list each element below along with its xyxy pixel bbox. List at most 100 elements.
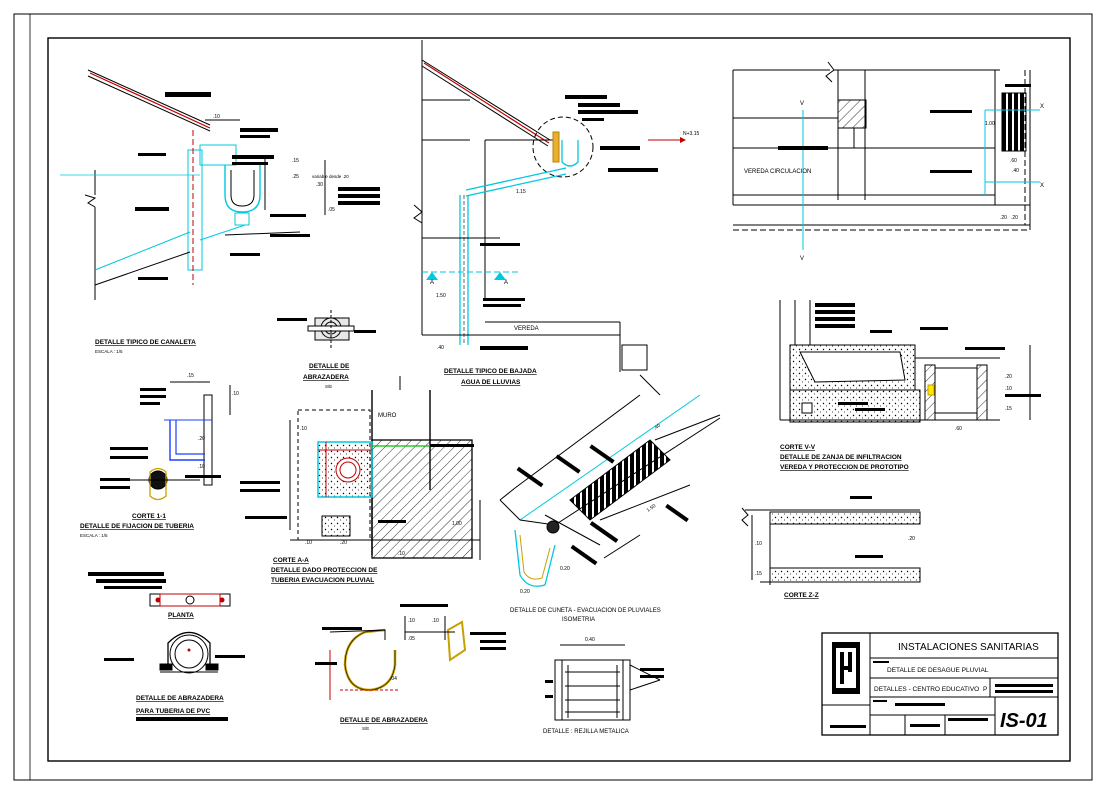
bajada-cut-right: A (504, 280, 508, 286)
cuneta-labels: .40 1.50 0.20 0.20 DETALLE DE CUNETA - E… (510, 423, 689, 623)
proteccion-dim-2: .20 (340, 540, 347, 546)
vereda-cut-x-bottom: X (1040, 183, 1044, 189)
detail-cuneta (499, 374, 721, 587)
corte-v-dim-1: .20 (1005, 374, 1012, 380)
proteccion-title-3: TUBERIA EVACUACION PLUVIAL (271, 577, 374, 584)
fijacion-dim-3: .20 (198, 436, 205, 442)
vereda-plan-labels: VEREDA CIRCULACION V V X X 1.00 .60 .40 … (744, 84, 1044, 262)
vereda-dim-1: 1.00 (985, 121, 995, 127)
bajada-dim-2: 1.50 (436, 293, 446, 299)
vereda-cut-v-bottom: V (800, 256, 804, 262)
title-block-logo (832, 642, 860, 694)
canaleta-labels: .10 .15 .25 .30 .05 variable desde .20 D… (95, 92, 380, 354)
bajada-title-2: AGUA DE LLUVIAS (461, 379, 521, 386)
title-block-text: INSTALACIONES SANITARIAS DETALLE DE DESA… (830, 642, 1053, 732)
fijacion-labels: .15 .10 .20 .10 CORTE 1-1 DETALLE DE FIJ… (80, 373, 239, 538)
bajada-cut-left: A (430, 280, 434, 286)
abrazadera-pvc-labels: DETALLE DE ABRAZADERA PARA TUBERIA DE PV… (104, 655, 245, 721)
bajada-labels: N+3.15 A A VEREDA 1.15 1.50 .40 DETALLE … (430, 95, 699, 386)
abrazadera-mid-labels: .10 .10 .05 .04 DETALLE DE ABRAZADERA S/… (315, 604, 506, 731)
cuneta-dim-3: 0.20 (560, 566, 570, 572)
abrazadera-mid-dim-1: .10 (408, 618, 415, 624)
vereda-dim-4: .20 (1000, 215, 1007, 221)
corte-v-title-3: VEREDA Y PROTECCION DE PROTOTIPO (780, 464, 909, 471)
fijacion-dim-4: .10 (198, 464, 205, 470)
sheet-title-project-suffix: P (983, 686, 987, 693)
bajada-vereda: VEREDA (514, 326, 539, 332)
abrazadera-top-labels: DETALLE DE ABRAZADERA S/E (277, 318, 376, 389)
abrazadera-pvc-title-1: DETALLE DE ABRAZADERA (136, 695, 224, 702)
sheet-title-main: INSTALACIONES SANITARIAS (898, 642, 1039, 653)
abrazadera-mid-title: DETALLE DE ABRAZADERA (340, 717, 428, 724)
corte-z-dim-2: .10 (755, 541, 762, 547)
canaleta-dim-4: .30 (316, 182, 323, 188)
proteccion-labels: MURO .10 .20 .10 1.00 .10 CORTE A-A DETA… (240, 413, 474, 584)
proteccion-dim-1: .10 (300, 426, 307, 432)
detail-abrazadera-pvc (159, 631, 219, 674)
rejilla-dim: 0.40 (585, 637, 595, 643)
sheet-code: IS-01 (1000, 710, 1048, 732)
corte-z-title: CORTE Z-Z (784, 592, 819, 599)
abrazadera-top-title-1: DETALLE DE (309, 363, 350, 370)
vereda-cut-x-top: X (1040, 104, 1044, 110)
bajada-dim-1: 1.15 (516, 189, 526, 195)
sheet-border (13, 13, 1093, 781)
detail-vereda-plan (732, 61, 1040, 250)
vereda-cut-v-top: V (800, 101, 804, 107)
cuneta-dim-4: 0.20 (520, 589, 530, 595)
sheet-title-detail: DETALLE DE DESAGUE PLUVIAL (887, 667, 989, 674)
title-block (821, 632, 1059, 736)
proteccion-title-2: DETALLE DADO PROTECCION DE (271, 567, 378, 574)
fijacion-dim-2: .10 (232, 391, 239, 397)
vereda-dim-5: .20 (1011, 215, 1018, 221)
detail-abrazadera-mid (329, 616, 467, 700)
proteccion-title-1: CORTE A-A (273, 557, 309, 564)
fijacion-dim-1: .15 (187, 373, 194, 379)
abrazadera-pvc-title-2: PARA TUBERIA DE PVC (136, 708, 210, 715)
abrazadera-top-title-2: ABRAZADERA (303, 374, 349, 381)
detail-planta (149, 593, 231, 607)
corte-z-labels: .20 .10 .15 CORTE Z-Z (755, 496, 915, 599)
proteccion-dim-4: 1.00 (452, 521, 462, 527)
detail-bajada (413, 40, 686, 372)
bajada-level: N+3.15 (683, 131, 699, 137)
vereda-dim-2: .60 (1010, 158, 1017, 164)
corte-v-title-1: CORTE V-V (780, 444, 816, 451)
corte-v-dim-2: .10 (1005, 386, 1012, 392)
vereda-dim-3: .40 (1012, 168, 1019, 174)
abrazadera-top-scale: S/E (325, 384, 332, 389)
cuneta-dim-1: .40 (653, 423, 662, 432)
canaleta-dim-5: .05 (328, 207, 335, 213)
abrazadera-mid-dim-4: .04 (390, 676, 397, 682)
fijacion-scale: ESCALA : 1/5 (80, 533, 108, 538)
bajada-dim-3: .40 (437, 345, 444, 351)
rejilla-title: DETALLE : REJILLA METALICA (543, 729, 629, 735)
detail-rejilla (554, 644, 661, 721)
canaleta-dim-2: .15 (292, 158, 299, 164)
canaleta-dim-1: .10 (213, 114, 220, 120)
detail-corte-z (741, 507, 921, 585)
canaleta-note: variable desde .20 (312, 174, 349, 179)
cuneta-dim-2: 1.50 (646, 503, 658, 514)
detail-fijacion (120, 381, 231, 501)
fijacion-title-1: CORTE 1-1 (132, 513, 166, 520)
abrazadera-mid-scale: S/E (362, 726, 369, 731)
sheet-title-project: DETALLES - CENTRO EDUCATIVO (874, 686, 979, 693)
corte-z-dim-1: .20 (908, 536, 915, 542)
corte-z-dim-3: .15 (755, 571, 762, 577)
canaleta-dim-3: .25 (292, 174, 299, 180)
detail-proteccion (289, 376, 481, 560)
canaleta-title: DETALLE TIPICO DE CANALETA (95, 339, 196, 346)
canaleta-scale: ESCALA : 1/5 (95, 349, 123, 354)
detail-corte-v (779, 300, 1031, 423)
proteccion-muro: MURO (378, 413, 397, 419)
proteccion-dim-5: .10 (398, 551, 405, 557)
detail-canaleta (60, 69, 326, 300)
proteccion-dim-3: .10 (305, 540, 312, 546)
abrazadera-mid-dim-3: .05 (408, 636, 415, 642)
corte-v-title-2: DETALLE DE ZANJA DE INFILTRACION (780, 454, 902, 461)
planta-labels: PLANTA (88, 572, 194, 619)
cuneta-title-2: ISOMETRIA (562, 617, 595, 623)
detail-abrazadera-top (307, 310, 355, 350)
